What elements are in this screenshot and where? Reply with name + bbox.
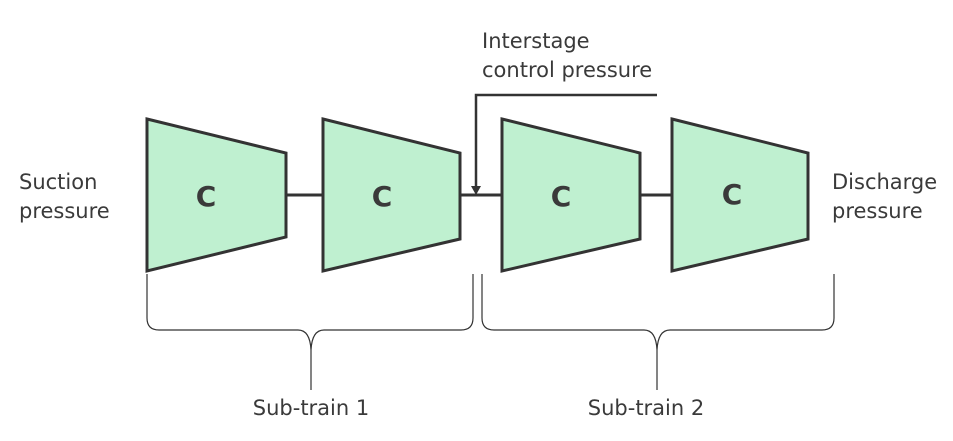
interstage-control-line: [474, 93, 657, 187]
compressor-1-label: C: [196, 180, 217, 213]
subtrain-2-label: Sub-train 2: [588, 396, 704, 420]
suction-label-line2: pressure: [19, 199, 110, 223]
compressor-2: [321, 117, 462, 273]
compressor-3-label: C: [551, 180, 572, 213]
subtrain-1-brace: [146, 274, 474, 390]
discharge-label-line2: pressure: [832, 199, 923, 223]
discharge-label-line1: Discharge: [832, 170, 937, 194]
suction-label-line1: Suction: [19, 170, 97, 194]
compressor-1: [145, 117, 288, 273]
subtrain-2-brace: [481, 274, 835, 390]
compressor-4: [670, 117, 810, 273]
interstage-label-line2: control pressure: [482, 58, 652, 82]
compressor-2-label: C: [372, 180, 393, 213]
interstage-arrow-head: [471, 186, 481, 195]
subtrain-1-label: Sub-train 1: [253, 396, 369, 420]
interstage-label-line1: Interstage: [482, 29, 590, 53]
compressor-4-label: C: [722, 178, 743, 211]
compressor-3: [500, 117, 642, 273]
